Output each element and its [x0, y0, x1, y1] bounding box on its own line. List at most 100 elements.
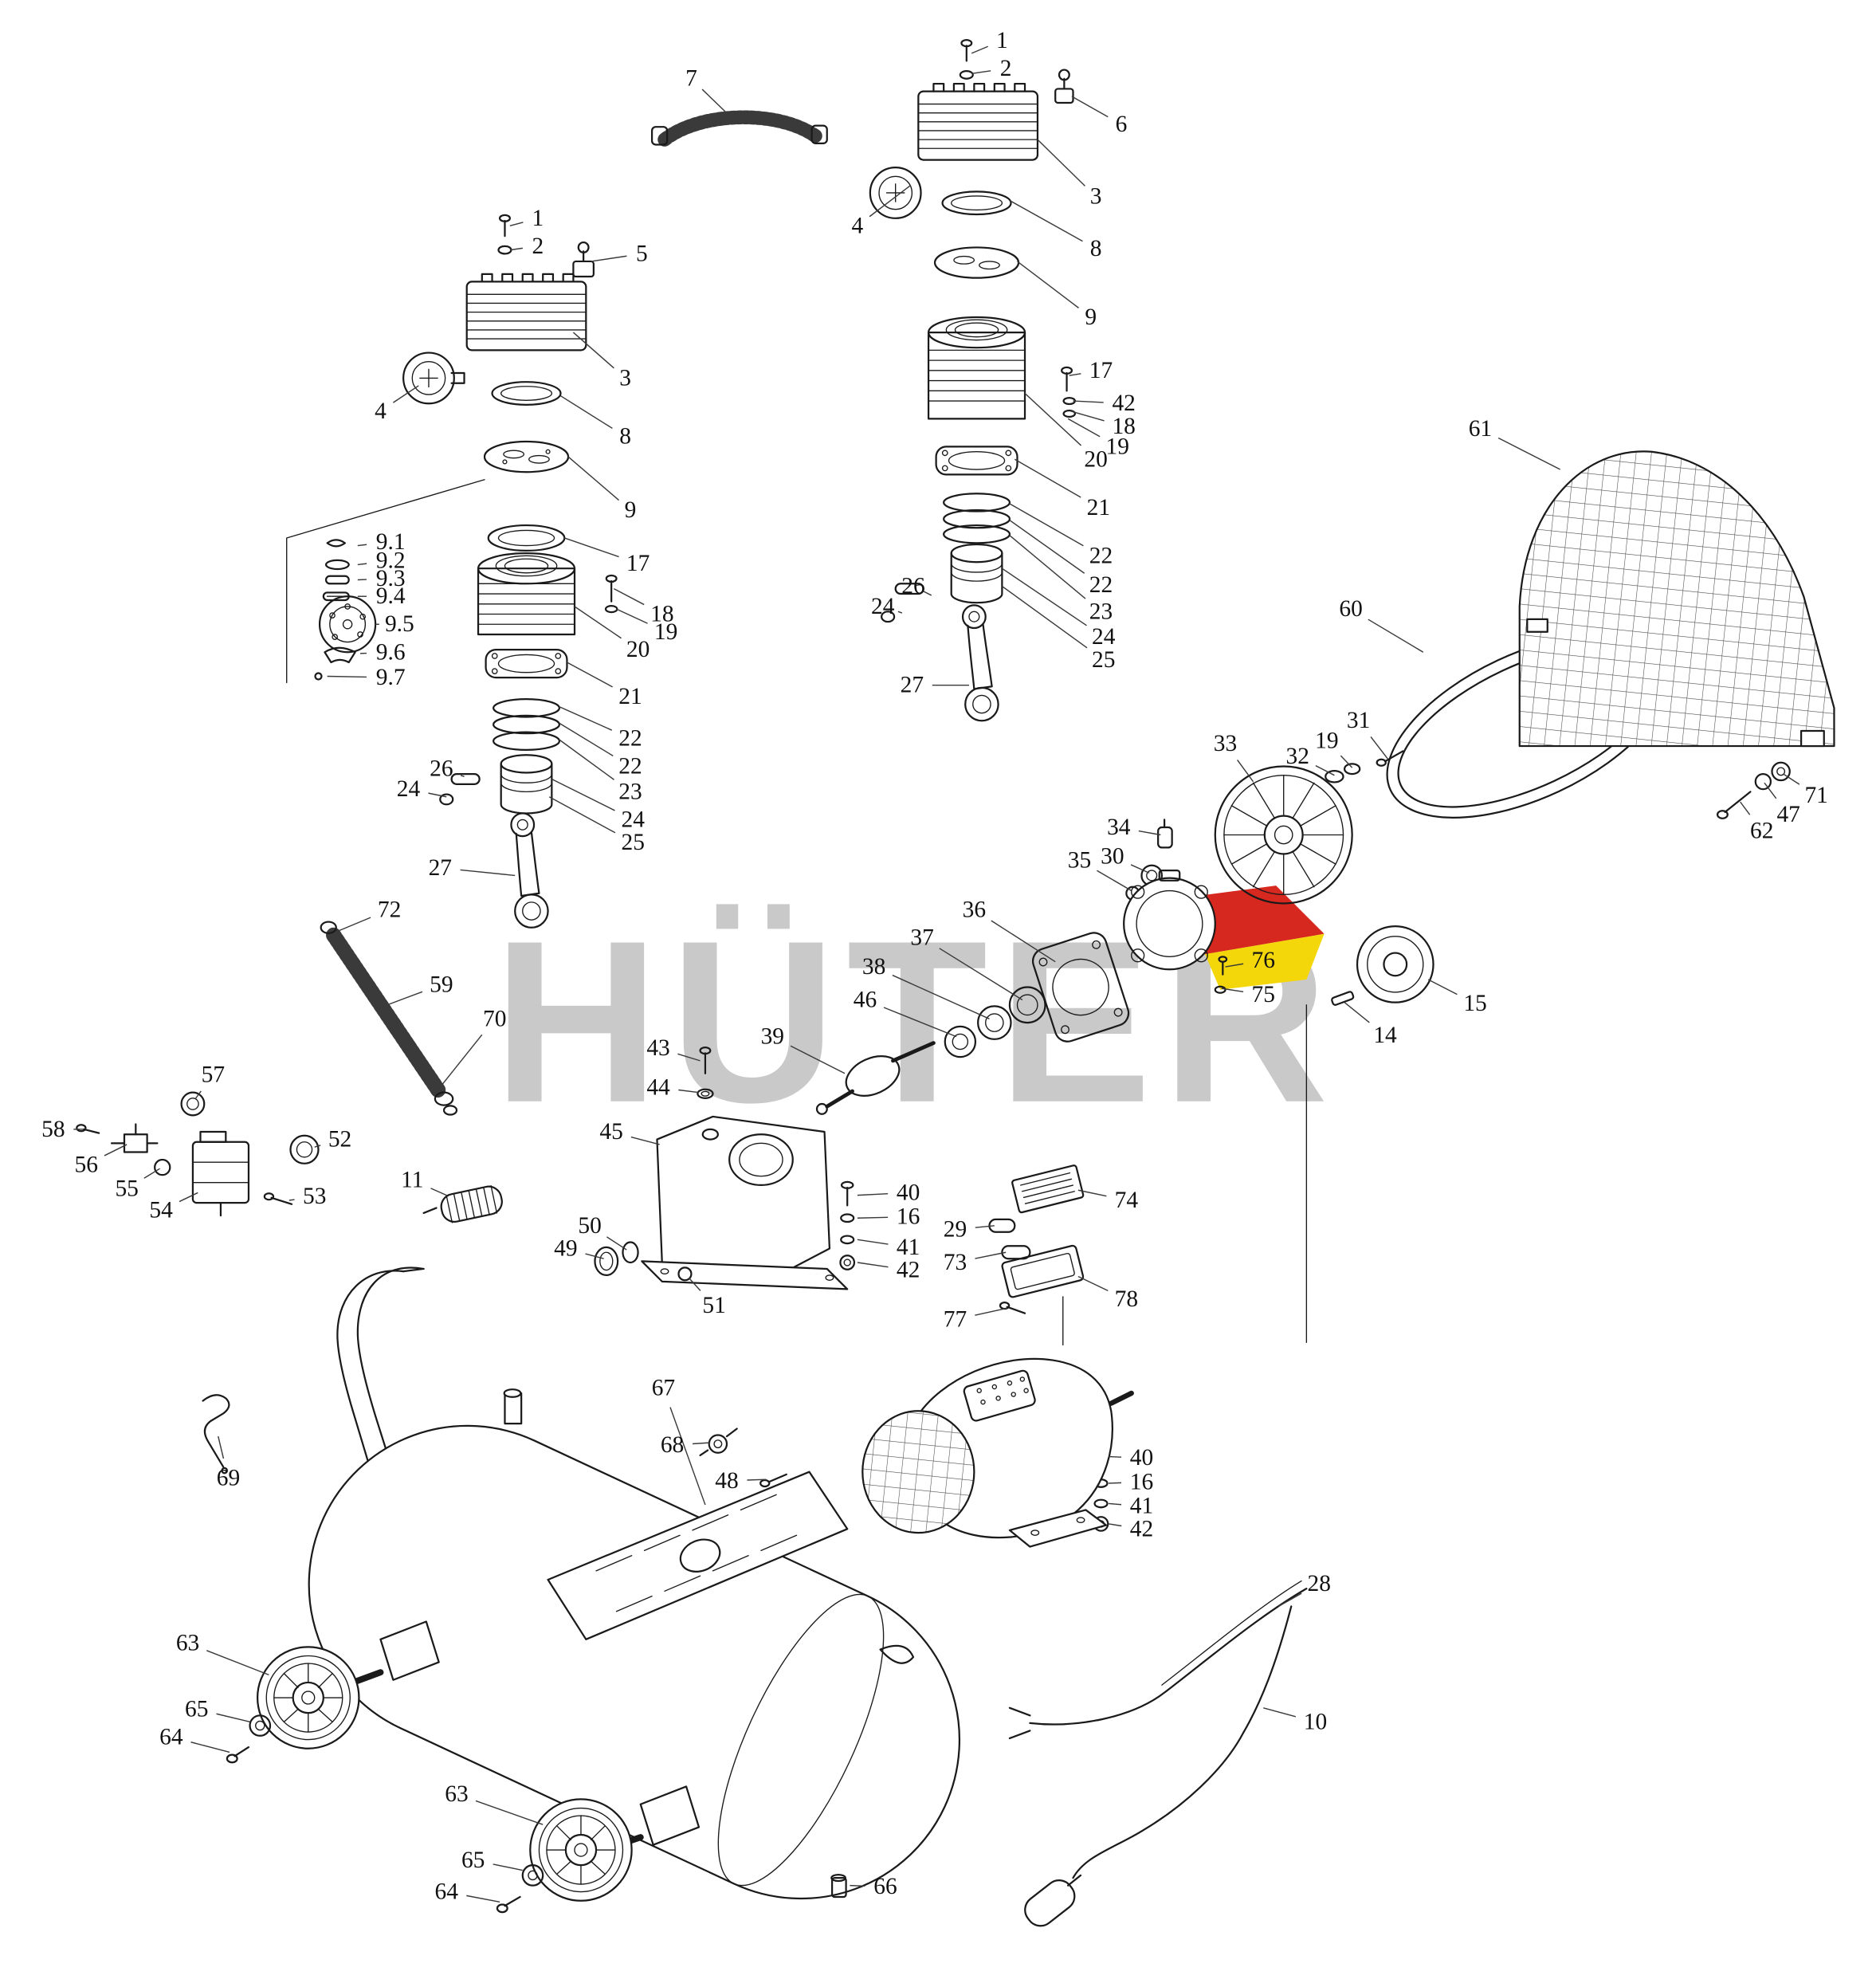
part-label-46: 46 — [854, 987, 877, 1012]
part-label-7: 7 — [685, 66, 697, 92]
leader-line — [1130, 864, 1150, 874]
leader-line — [1237, 759, 1254, 783]
part-label-16: 16 — [897, 1204, 920, 1230]
wheel-front — [226, 1646, 360, 1764]
leader-line — [857, 1216, 889, 1219]
part-label-1: 1 — [532, 206, 544, 231]
part-label-68: 68 — [661, 1432, 684, 1458]
part-label-43: 43 — [646, 1035, 669, 1061]
pressure-switch-group — [76, 1091, 320, 1217]
coil-hose — [320, 921, 458, 1116]
crank-cluster — [815, 819, 1228, 1115]
part-label-34: 34 — [1107, 815, 1131, 840]
part-label-78: 78 — [1115, 1286, 1138, 1312]
part-label-56: 56 — [75, 1152, 98, 1177]
leader-line — [206, 1650, 269, 1676]
leader-line — [585, 1253, 604, 1259]
part-label-27: 27 — [429, 855, 452, 881]
part-label-40: 40 — [897, 1180, 920, 1205]
part-label-51: 51 — [702, 1293, 725, 1318]
part-label-42: 42 — [1112, 391, 1135, 416]
leader-line — [677, 1053, 701, 1062]
part-label-19: 19 — [654, 619, 677, 645]
leader-line — [1497, 437, 1561, 470]
pump-head-assembly-right — [869, 39, 1077, 722]
part-label-72: 72 — [378, 897, 401, 922]
leader-line — [1764, 782, 1777, 799]
leader-line — [857, 1192, 889, 1196]
leader-line — [216, 1713, 250, 1722]
leader-line — [357, 544, 367, 547]
part-label-31: 31 — [1347, 708, 1370, 733]
part-label-63: 63 — [445, 1781, 468, 1807]
part-label-23: 23 — [618, 779, 642, 804]
leader-line — [1024, 392, 1082, 446]
leader-line — [1077, 1189, 1107, 1197]
leader-line — [971, 45, 988, 54]
leader-line — [1009, 199, 1083, 242]
leader-line — [883, 1007, 957, 1038]
leader-line — [747, 1478, 767, 1481]
part-label-9.5: 9.5 — [385, 611, 414, 637]
leader-line — [1783, 773, 1800, 785]
leader-line — [897, 611, 903, 614]
leader-line — [428, 792, 447, 798]
leader-line — [548, 796, 616, 834]
part-label-8: 8 — [1090, 236, 1102, 261]
part-label-63: 63 — [176, 1631, 199, 1656]
part-label-69: 69 — [217, 1466, 240, 1491]
part-label-5: 5 — [636, 241, 648, 266]
part-label-9.2: 9.2 — [376, 548, 406, 574]
part-label-2: 2 — [532, 234, 544, 259]
power-cord — [1024, 1605, 1293, 1927]
part-label-8: 8 — [619, 424, 631, 450]
leader-line — [606, 1236, 627, 1251]
part-label-75: 75 — [1252, 982, 1275, 1007]
leader-line — [1070, 410, 1105, 422]
part-label-6: 6 — [1116, 112, 1128, 137]
leader-line — [1071, 96, 1109, 118]
part-label-73: 73 — [944, 1250, 967, 1275]
leader-line — [190, 1742, 230, 1753]
part-label-10: 10 — [1304, 1709, 1327, 1734]
leader-line — [559, 706, 613, 731]
leader-line — [857, 1239, 889, 1245]
leader-line — [104, 1144, 128, 1156]
leader-line — [179, 1192, 198, 1203]
leader-line — [1225, 963, 1244, 968]
part-label-45: 45 — [599, 1119, 622, 1145]
leader-line — [923, 591, 932, 596]
part-label-22: 22 — [618, 726, 642, 752]
part-label-30: 30 — [1101, 844, 1124, 870]
leader-line — [567, 456, 620, 501]
part-label-49: 49 — [554, 1235, 577, 1261]
leader-line — [1138, 830, 1161, 836]
part-label-52: 52 — [328, 1127, 351, 1153]
leader-line — [1740, 801, 1751, 815]
leader-line — [688, 1277, 701, 1291]
part-label-3: 3 — [1090, 184, 1102, 210]
part-label-70: 70 — [483, 1006, 506, 1031]
leader-line — [1221, 988, 1244, 992]
part-label-22: 22 — [618, 754, 642, 779]
part-label-38: 38 — [862, 954, 885, 980]
part-label-29: 29 — [944, 1217, 967, 1243]
leader-line — [218, 1435, 225, 1459]
leader-line — [669, 1407, 706, 1506]
part-label-65: 65 — [461, 1848, 485, 1873]
leader-line — [1001, 585, 1088, 649]
air-tank — [308, 1266, 961, 1900]
leader-line — [1001, 567, 1087, 626]
leader-line — [551, 778, 615, 811]
part-label-41: 41 — [1130, 1494, 1153, 1519]
part-label-26: 26 — [901, 573, 924, 599]
part-label-77: 77 — [944, 1307, 967, 1333]
part-label-57: 57 — [202, 1062, 225, 1087]
leader-line — [567, 662, 613, 688]
leader-line — [564, 537, 619, 558]
part-label-25: 25 — [621, 830, 644, 855]
part-label-18: 18 — [650, 602, 673, 627]
leader-line — [678, 1089, 700, 1094]
leader-line — [975, 1307, 1007, 1316]
